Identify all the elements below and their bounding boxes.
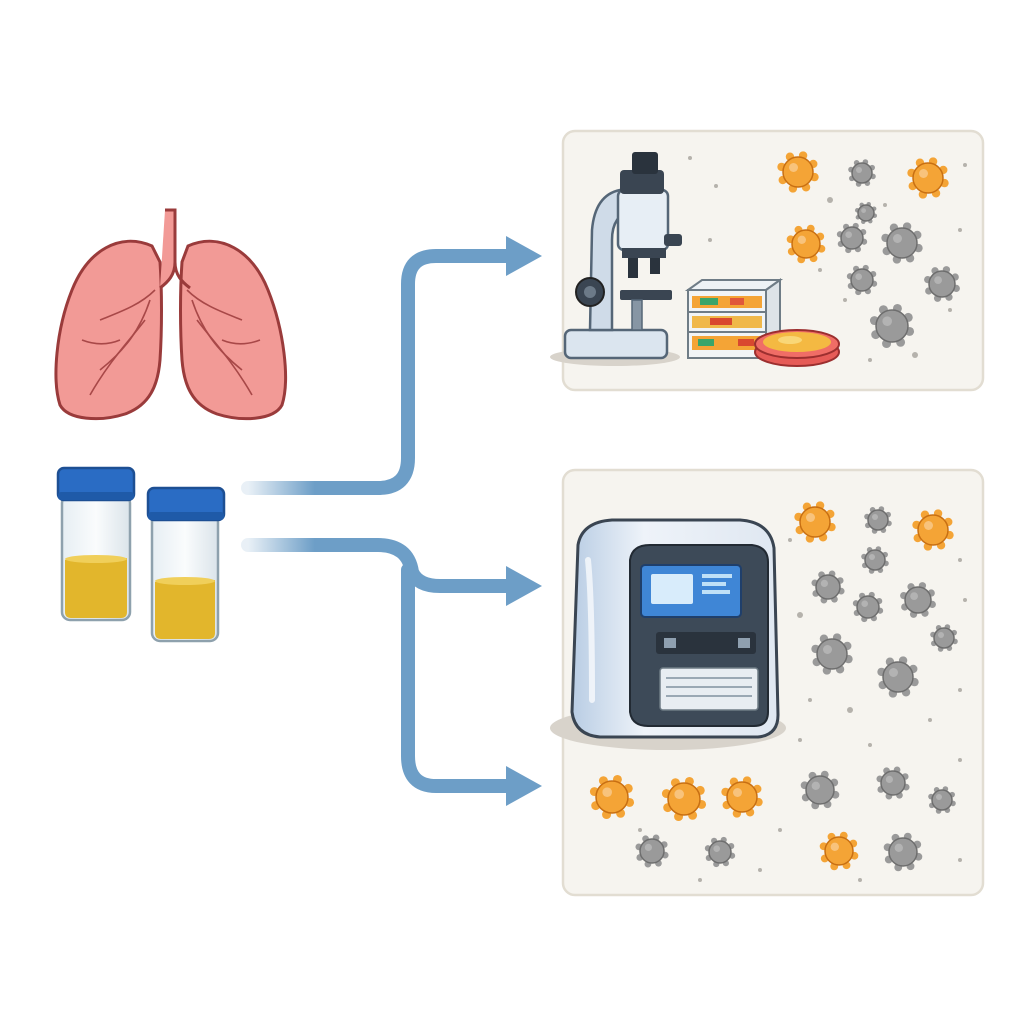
- microbe-grey: [861, 546, 889, 574]
- speckle-dot: [778, 828, 782, 832]
- speckle-dot: [714, 184, 718, 188]
- speckle-dot: [958, 758, 962, 762]
- flow-arrow-to-culture: [241, 236, 542, 495]
- speckle-dot: [698, 878, 702, 882]
- lungs-icon: [54, 208, 288, 421]
- microbe-grey: [811, 570, 845, 604]
- microbe-grey: [635, 834, 669, 868]
- speckle-dot: [963, 598, 967, 602]
- microbe-grey: [928, 786, 956, 814]
- speckle-dot: [797, 612, 803, 618]
- microbe-grey: [864, 506, 892, 534]
- speckle-dot: [858, 878, 862, 882]
- microbe-cluster-analyzer: [589, 501, 967, 882]
- flow-arrow-to-analyzer-lower: [401, 563, 542, 806]
- microbe-grey: [900, 582, 936, 618]
- speckle-dot: [843, 298, 847, 302]
- speckle-dot: [928, 718, 932, 722]
- speckle-dot: [958, 858, 962, 862]
- microbe-grey: [876, 766, 910, 800]
- microbe-grey: [800, 770, 840, 810]
- microbe-orange: [912, 509, 954, 551]
- microbe-grey: [852, 591, 884, 623]
- speckle-dot: [708, 238, 712, 242]
- speckle-dot: [963, 163, 967, 167]
- molecular-analyzer-panel: [550, 468, 985, 897]
- speckle-dot: [788, 538, 792, 542]
- speckle-dot: [958, 558, 962, 562]
- petri-dish-icon: [754, 329, 840, 367]
- speckle-dot: [688, 156, 692, 160]
- microbe-orange: [819, 831, 859, 871]
- microbe-orange: [907, 157, 949, 199]
- speckle-dot: [958, 228, 962, 232]
- speckle-dot: [948, 308, 952, 312]
- microbe-grey: [854, 201, 878, 225]
- speckle-dot: [958, 688, 962, 692]
- microbe-grey: [811, 633, 853, 675]
- analyzer-machine-icon: [550, 518, 786, 750]
- microbe-orange: [786, 224, 826, 264]
- specimen-tube-right-icon: [146, 486, 226, 643]
- speckle-dot: [818, 268, 822, 272]
- microbe-grey: [836, 222, 868, 254]
- microbe-grey: [930, 624, 958, 652]
- culture-microscopy-panel: [550, 129, 985, 392]
- speckle-dot: [868, 358, 872, 362]
- microbe-orange: [794, 501, 836, 543]
- speckle-dot: [758, 868, 762, 872]
- speckle-dot: [808, 698, 812, 702]
- speckle-dot: [883, 203, 887, 207]
- speckle-dot: [847, 707, 853, 713]
- microbe-orange: [589, 774, 635, 820]
- microbe-grey: [881, 222, 923, 264]
- microbe-grey: [848, 159, 876, 187]
- microbe-grey: [883, 832, 923, 872]
- flow-arrow-to-analyzer: [241, 538, 542, 606]
- microbe-cluster-culture: [688, 151, 967, 362]
- speckle-dot: [798, 738, 802, 742]
- speckle-dot: [868, 743, 872, 747]
- speckle-dot: [912, 352, 918, 358]
- microbe-grey: [877, 656, 919, 698]
- microbe-grey: [869, 303, 915, 349]
- speckle-dot: [827, 197, 833, 203]
- specimen-tube-left-icon: [56, 466, 136, 622]
- speckle-dot: [638, 828, 642, 832]
- microbe-orange: [721, 776, 763, 818]
- microbe-grey: [704, 836, 736, 868]
- microbe-orange: [661, 776, 707, 822]
- microbe-grey: [924, 266, 960, 302]
- microbe-orange: [777, 151, 819, 193]
- microscope-icon: [550, 152, 682, 366]
- microbe-grey: [846, 264, 878, 296]
